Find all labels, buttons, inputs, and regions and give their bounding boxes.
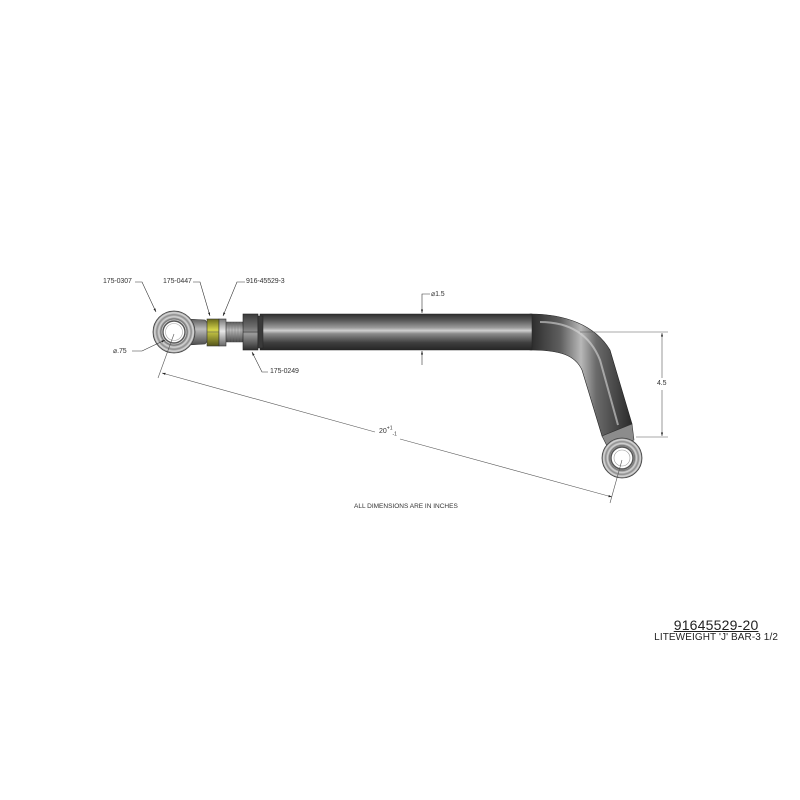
callout-tube-nut-label: 175-0249: [270, 368, 299, 375]
rod-end-right: [601, 423, 643, 479]
length-nominal: 20: [379, 428, 387, 435]
part-description: LITEWEIGHT 'J' BAR-3 1/2: [654, 632, 778, 643]
leader-lines: [132, 281, 268, 373]
tube-collar: [257, 315, 264, 349]
callout-rod-end-label: 175-0307: [103, 278, 132, 285]
length-dimension-label: 20+1-1: [379, 425, 397, 438]
eye-diameter-label: ⌀.75: [113, 348, 127, 355]
drop-height-label: 4.5: [657, 380, 667, 387]
part-number: 91645529-20: [673, 617, 759, 633]
callout-washer-label: 916-45529-3: [246, 278, 285, 285]
rod-end-left: [152, 310, 211, 354]
tube-diameter-label: ⌀1.5: [431, 291, 445, 298]
jam-nut: [206, 318, 220, 347]
drop-height-dimension: [580, 331, 668, 438]
washer: [218, 318, 227, 347]
length-tol-minus: -1: [392, 431, 397, 438]
units-note: ALL DIMENSIONS ARE IN INCHES: [354, 503, 458, 510]
length-tol-plus: +1: [386, 425, 393, 432]
length-dimension: [157, 333, 623, 504]
callout-jam-nut-label: 175-0447: [163, 278, 192, 285]
title-block: 91645529-20 LITEWEIGHT 'J' BAR-3 1/2: [654, 617, 778, 643]
tube-diameter-dimension: [420, 293, 430, 365]
tube-straight: [259, 313, 533, 351]
